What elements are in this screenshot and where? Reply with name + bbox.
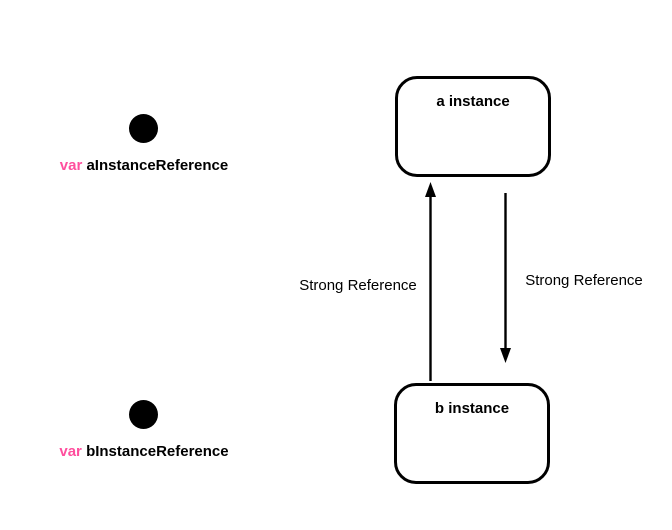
a-reference-dot — [129, 114, 158, 143]
b-instance-box-label: b instance — [434, 400, 510, 417]
b-reference-label: var bInstanceReference — [24, 443, 264, 460]
b-instance-box: b instance — [394, 383, 550, 484]
strong-reference-label-up: Strong Reference — [299, 277, 417, 294]
a-instance-box-label: a instance — [436, 93, 510, 110]
a-reference-name: aInstanceReference — [86, 157, 229, 174]
strong-reference-arrow-up — [425, 182, 436, 381]
a-instance-box: a instance — [395, 76, 551, 177]
strong-reference-arrow-down — [500, 193, 511, 363]
var-keyword: var — [59, 157, 83, 174]
strong-reference-label-down: Strong Reference — [525, 272, 643, 289]
b-reference-dot — [129, 400, 158, 429]
b-reference-name: bInstanceReference — [86, 443, 229, 460]
var-keyword: var — [59, 443, 82, 460]
a-reference-label: var aInstanceReference — [24, 157, 264, 174]
